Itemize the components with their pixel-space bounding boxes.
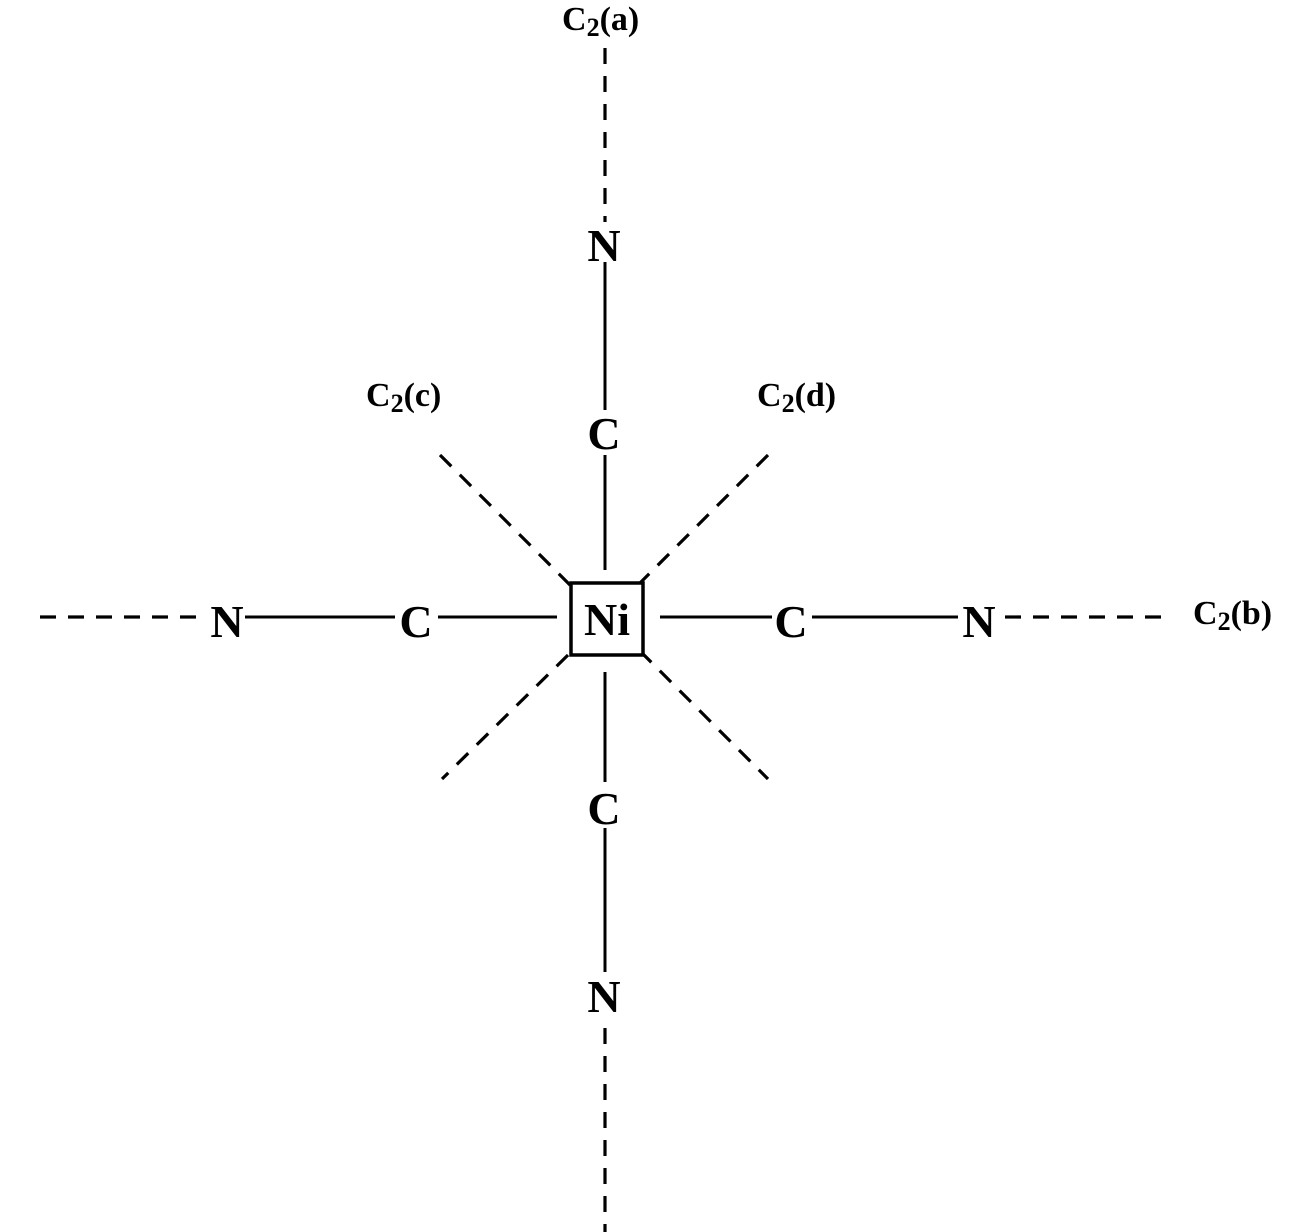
c2-axis-d-upper-segment (638, 453, 770, 585)
axis-label-c-tag: (c) (404, 377, 442, 414)
axis-label-c-symbol: C (366, 377, 391, 414)
axis-label-b: C2(b) (1193, 595, 1272, 636)
center-atom-label: Ni (584, 594, 630, 645)
axis-label-a: C2(a) (562, 1, 639, 42)
ligand-right-outer-atom: N (962, 596, 995, 647)
axis-label-d-order: 2 (782, 389, 795, 418)
ligand-right-inner-atom: C (774, 596, 807, 647)
axis-label-b-tag: (b) (1231, 595, 1273, 632)
c2-axis-c-lower-segment (638, 649, 770, 781)
axis-label-d-tag: (d) (795, 377, 837, 414)
axis-label-d-symbol: C (757, 377, 782, 414)
ligand-bottom-inner-atom: C (587, 783, 620, 834)
ligand-bottom-outer-atom: N (587, 971, 620, 1022)
c2-axis-d-lower-segment (440, 653, 570, 781)
axis-label-a-symbol: C (562, 1, 587, 38)
ligand-left-inner-atom: C (399, 596, 432, 647)
axis-label-c: C2(c) (366, 377, 441, 418)
ligand-top-outer-atom: N (587, 220, 620, 271)
c2-axis-c-upper-segment (438, 453, 574, 589)
axis-label-d: C2(d) (757, 377, 836, 418)
center-atom-box (569, 581, 645, 657)
ligand-top-inner-atom: C (587, 408, 620, 459)
axis-label-c-order: 2 (391, 389, 404, 418)
axis-label-b-symbol: C (1193, 595, 1218, 632)
axis-label-a-order: 2 (587, 13, 600, 42)
axis-label-b-order: 2 (1218, 607, 1231, 636)
ligand-left-outer-atom: N (210, 596, 243, 647)
axis-label-a-tag: (a) (600, 1, 640, 38)
